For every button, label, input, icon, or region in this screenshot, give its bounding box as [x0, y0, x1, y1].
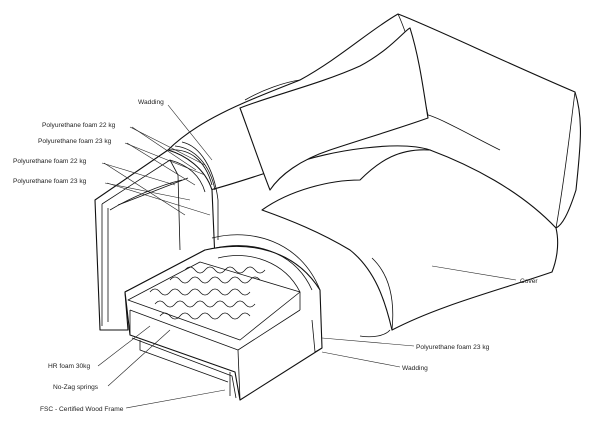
sofa-illustration	[94, 13, 581, 401]
seat-cushion	[261, 149, 559, 331]
label-cover: Cover	[520, 278, 538, 285]
label-no-zag-springs: No-Zag springs	[53, 384, 99, 391]
label-pu-foam-23-right: Polyurethane foam 23 kg	[416, 344, 490, 351]
label-hr-foam: HR foam 30kg	[48, 363, 90, 370]
seat-frame	[124, 245, 323, 401]
label-pu-foam-22-b: Polyurethane foam 22 kg	[13, 158, 87, 165]
label-fsc-wood-frame: FSC - Certified Wood Frame	[40, 406, 124, 413]
label-wadding-top: Wadding	[138, 99, 164, 106]
label-pu-foam-23-b: Polyurethane foam 23 kg	[13, 178, 87, 185]
label-pu-foam-22-a: Polyurethane foam 22 kg	[42, 122, 116, 129]
label-pu-foam-23-a: Polyurethane foam 23 kg	[38, 138, 112, 145]
no-zag-springs	[149, 266, 266, 320]
label-wadding-right: Wadding	[402, 365, 428, 372]
labels: Wadding Polyurethane foam 22 kg Polyuret…	[13, 99, 538, 413]
back-cushion	[239, 27, 429, 191]
leader-lines	[97, 104, 517, 409]
